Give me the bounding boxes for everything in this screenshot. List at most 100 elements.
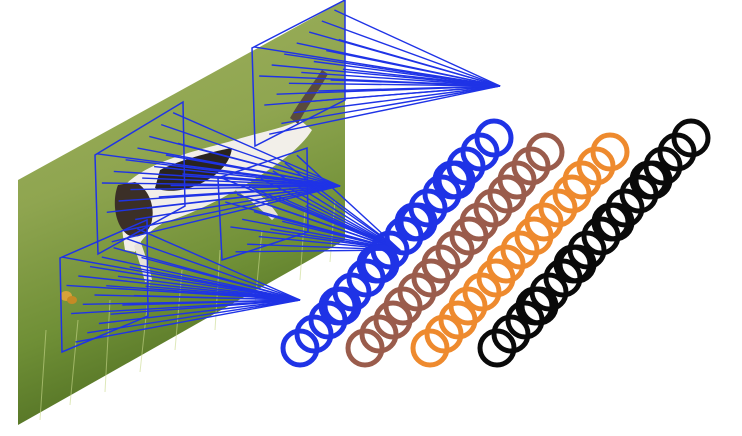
filter-line xyxy=(172,112,341,187)
filter-line xyxy=(305,205,401,251)
receptive-fields xyxy=(59,0,346,354)
receptive-field-top xyxy=(251,0,346,148)
layer-4 xyxy=(477,118,711,368)
filter-line xyxy=(158,185,341,198)
neuron-ring xyxy=(449,216,489,256)
filter-line xyxy=(165,154,341,187)
neuron-ring xyxy=(576,146,616,186)
neuron-ring xyxy=(359,314,399,354)
neuron-ring xyxy=(438,300,478,340)
filter-line xyxy=(330,79,501,87)
filter-line xyxy=(75,299,301,343)
neuron-layers xyxy=(280,118,711,368)
neuron-ring xyxy=(476,258,516,298)
cat-dark-patch xyxy=(155,148,232,191)
fan-middle xyxy=(96,112,341,243)
filter-line xyxy=(281,85,501,125)
filter-line xyxy=(87,299,301,334)
neuron-ring xyxy=(346,258,386,298)
filter-line xyxy=(110,299,301,315)
neuron-ring xyxy=(322,286,362,326)
neuron-ring xyxy=(397,272,437,312)
neuron-ring xyxy=(435,230,475,270)
neuron-ring xyxy=(657,132,697,172)
filter-line xyxy=(305,85,501,103)
neuron-ring xyxy=(671,118,711,158)
neuron-ring xyxy=(473,188,513,228)
filter-line xyxy=(293,212,401,251)
filter-line xyxy=(122,299,301,306)
neuron-ring xyxy=(511,146,551,186)
filter-line xyxy=(141,256,301,301)
neuron-ring xyxy=(487,174,527,214)
filter-line xyxy=(130,185,341,191)
fan-bottom xyxy=(61,228,301,343)
filter-line xyxy=(123,185,341,232)
filter-line xyxy=(125,237,301,301)
neuron-ring xyxy=(460,132,500,172)
filter-line xyxy=(313,60,501,87)
layer-1 xyxy=(280,118,514,368)
filter-line xyxy=(170,184,341,187)
filter-line xyxy=(318,85,501,92)
neuron-ring xyxy=(373,300,413,340)
neuron-ring xyxy=(436,160,476,200)
neuron-ring xyxy=(398,202,438,242)
neuron-ring xyxy=(474,118,514,158)
filter-line xyxy=(154,165,341,187)
filter-line xyxy=(342,68,501,87)
neuron-ring xyxy=(410,328,450,368)
fan-top xyxy=(253,9,501,135)
filter-line xyxy=(300,179,401,251)
neuron-ring xyxy=(619,174,659,214)
filter-line xyxy=(117,275,301,301)
filter-line xyxy=(338,38,501,87)
neuron-ring xyxy=(345,328,385,368)
filter-line xyxy=(78,275,301,301)
filter-line xyxy=(98,299,301,325)
neuron-ring xyxy=(557,244,597,284)
filter-line xyxy=(133,294,301,301)
neuron-ring xyxy=(294,314,334,354)
filter-line xyxy=(288,82,501,87)
filter-line xyxy=(293,85,501,114)
neuron-ring xyxy=(424,314,464,354)
neuron-ring xyxy=(422,174,462,214)
filter-line xyxy=(177,142,341,187)
filter-line xyxy=(301,71,501,87)
filter-line xyxy=(326,49,501,87)
filter-line xyxy=(145,285,301,301)
neuron-ring xyxy=(280,328,320,368)
filter-line xyxy=(334,9,501,87)
receptive-field-middle xyxy=(94,100,186,256)
neuron-ring xyxy=(308,300,348,340)
neuron-ring xyxy=(505,300,545,340)
neuron-ring xyxy=(538,188,578,228)
neuron-ring xyxy=(633,160,673,200)
neuron-ring xyxy=(384,216,424,256)
neuron-ring xyxy=(581,216,621,256)
neuron-ring xyxy=(360,244,400,284)
neuron-ring xyxy=(514,216,554,256)
neuron-ring xyxy=(411,258,451,298)
neuron-ring xyxy=(462,272,502,312)
filter-line xyxy=(269,85,501,135)
neuron-ring xyxy=(525,132,565,172)
filter-line xyxy=(321,20,501,87)
neuron-ring xyxy=(552,174,592,214)
layer-3 xyxy=(410,132,630,368)
layer-2 xyxy=(345,132,565,368)
convergence-lines xyxy=(61,9,501,343)
neuron-ring xyxy=(491,314,531,354)
neuron-ring xyxy=(477,328,517,368)
filter-line xyxy=(129,266,301,301)
filter-line xyxy=(160,123,341,187)
neuron-ring xyxy=(500,230,540,270)
neuron-ring xyxy=(519,286,559,326)
butterfly xyxy=(60,291,77,304)
filter-line xyxy=(136,228,301,301)
filter-line xyxy=(89,265,301,301)
receptive-field-bottom xyxy=(59,218,149,354)
grass-texture xyxy=(39,199,336,421)
